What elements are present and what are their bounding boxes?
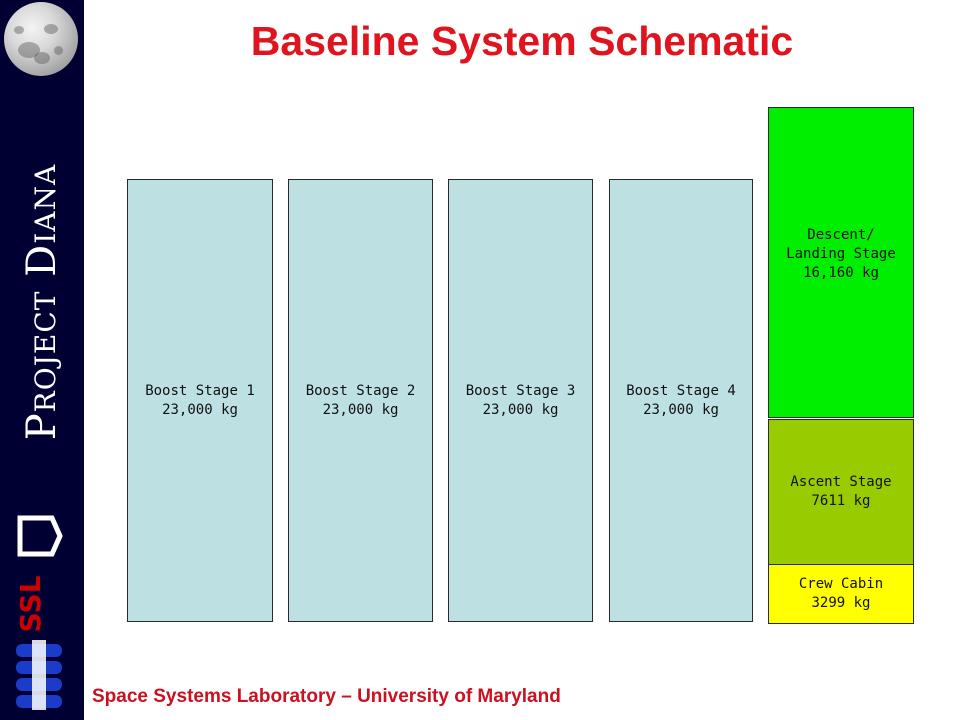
boost-stage-4-name: Boost Stage 4 — [626, 382, 736, 399]
boost-stage-4-block: Boost Stage 4 23,000 kg — [609, 179, 753, 622]
boost-stage-2-block: Boost Stage 2 23,000 kg — [288, 179, 433, 622]
boost-stage-4-mass: 23,000 kg — [643, 401, 719, 418]
sidebar-banner: Project Diana SSL — [0, 0, 84, 720]
project-title: Project Diana — [19, 163, 65, 441]
boost-stage-3-name: Boost Stage 3 — [465, 382, 576, 399]
boost-stage-1-name: Boost Stage 1 — [145, 382, 255, 399]
ascent-stage-block: Ascent Stage 7611 kg — [768, 419, 914, 565]
slide-title: Baseline System Schematic — [250, 18, 794, 64]
descent-stage-mass: 16,160 kg — [803, 265, 879, 281]
ascent-stage-mass: 7611 kg — [811, 493, 871, 509]
crew-cabin-mass: 3299 kg — [811, 595, 871, 611]
boost-stage-1-block: Boost Stage 1 23,000 kg — [127, 179, 273, 622]
boost-stage-2-mass: 23,000 kg — [322, 401, 399, 418]
ascent-stage-name: Ascent Stage — [790, 474, 892, 490]
ssl-logo-text: SSL — [14, 575, 47, 632]
crew-cabin-block: Crew Cabin 3299 kg — [768, 564, 914, 624]
moon-logo-icon — [4, 2, 78, 76]
boost-stage-3-mass: 23,000 kg — [482, 401, 559, 418]
descent-landing-stage-block: Descent/ Landing Stage 16,160 kg — [768, 107, 914, 418]
boost-stage-3-block: Boost Stage 3 23,000 kg — [448, 179, 593, 622]
ssl-logo-icon: SSL — [14, 515, 63, 710]
boost-stage-1-mass: 23,000 kg — [162, 401, 238, 418]
descent-stage-name: Descent/ Landing Stage — [786, 227, 896, 262]
footer-lab-name: Space Systems Laboratory – University of… — [92, 686, 561, 707]
crew-cabin-name: Crew Cabin — [798, 576, 884, 592]
boost-stage-2-name: Boost Stage 2 — [305, 382, 416, 399]
